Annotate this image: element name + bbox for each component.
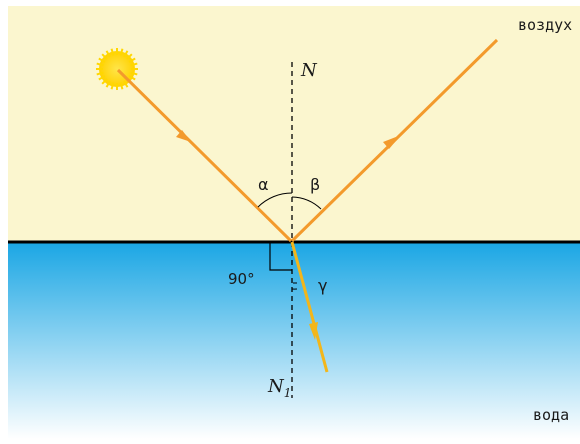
normal-bottom-letter: N: [267, 376, 285, 397]
normal-bottom-subscript: 1: [284, 386, 292, 400]
air-label: воздух: [518, 16, 572, 34]
alpha-label: α: [258, 175, 269, 194]
beta-label: β: [310, 175, 320, 194]
gamma-label: γ: [318, 276, 327, 295]
water-label: вода: [533, 406, 569, 424]
right-angle-label: 90°: [228, 270, 255, 288]
normal-top-label: N: [300, 60, 318, 81]
water-region: [8, 242, 580, 439]
